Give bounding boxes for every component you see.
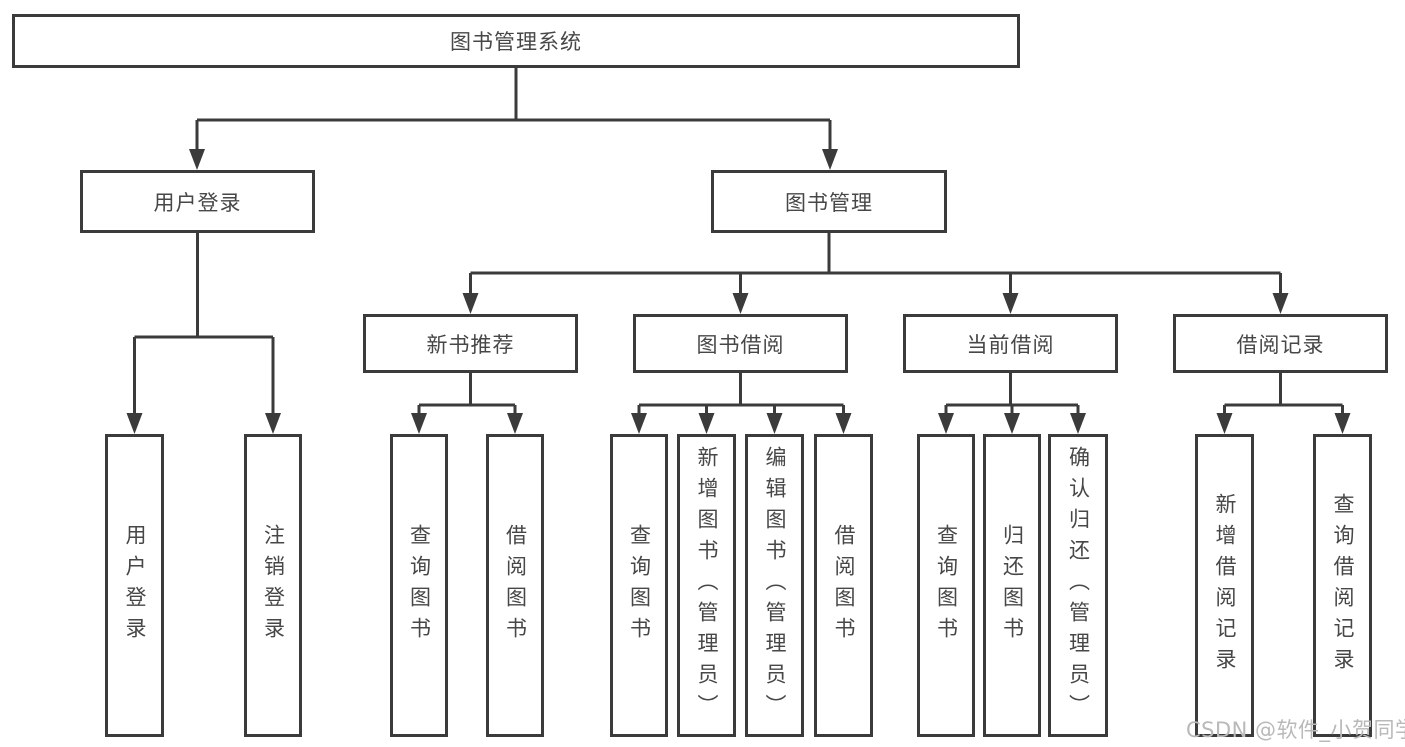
leaf-borrowing-borrow-books: 借阅图书 [814,434,873,737]
arrow-down-icon [411,413,427,434]
leaf-borrowing-edit-books-admin: 编辑图书（管理员） [745,434,804,737]
leaf-user-login: 用户登录 [105,434,164,737]
connector-borrowing-to-leaves [631,373,852,434]
leaf-current-confirm-return-admin: 确认归还（管理员） [1048,434,1108,737]
connector-root-to-level1 [189,68,838,170]
leaf-borrowing-add-books-admin: 新增图书（管理员） [677,434,736,737]
leaf-records-add-record: 新增借阅记录 [1195,434,1254,737]
arrow-down-icon [766,413,783,434]
arrow-down-icon [1002,293,1019,314]
leaf-current-query-books: 查询图书 [917,434,975,737]
arrow-down-icon [938,413,954,434]
connector-current-to-leaves [938,373,1086,434]
leaf-logout: 注销登录 [244,434,302,737]
arrow-down-icon [507,413,523,434]
node-book-borrowing: 图书借阅 [633,314,848,373]
arrow-down-icon [265,413,281,434]
arrow-down-icon [189,149,205,170]
node-new-book-recommend: 新书推荐 [363,314,578,373]
arrow-down-icon [698,413,715,434]
arrow-down-icon [1216,413,1233,434]
arrow-down-icon [732,293,749,314]
arrow-down-icon [1004,413,1020,434]
node-borrow-records: 借阅记录 [1173,314,1388,373]
arrow-down-icon [1272,293,1289,314]
node-library-system: 图书管理系统 [12,14,1020,68]
connector-new-rec-to-leaves [411,373,523,434]
arrow-down-icon [126,413,143,434]
leaf-recommend-borrow-books: 借阅图书 [486,434,544,737]
node-user-login: 用户登录 [80,170,315,233]
leaf-recommend-query-books: 查询图书 [390,434,448,737]
node-current-borrowing: 当前借阅 [903,314,1118,373]
connector-book-mgmt-to-level2 [462,233,1289,314]
arrow-down-icon [462,293,479,314]
connector-records-to-leaves [1216,373,1351,434]
connector-user-login-to-leaves [126,233,281,434]
arrow-down-icon [1070,413,1086,434]
leaf-current-return-books: 归还图书 [983,434,1041,737]
arrow-down-icon [1334,413,1351,434]
node-book-management: 图书管理 [711,170,947,233]
leaf-borrowing-query-books: 查询图书 [610,434,668,737]
arrow-down-icon [835,413,852,434]
csdn-watermark: CSDN @软件_小贺同学 [1186,718,1405,742]
arrow-down-icon [822,149,838,170]
arrow-down-icon [631,413,647,434]
leaf-records-query-record: 查询借阅记录 [1313,434,1372,737]
